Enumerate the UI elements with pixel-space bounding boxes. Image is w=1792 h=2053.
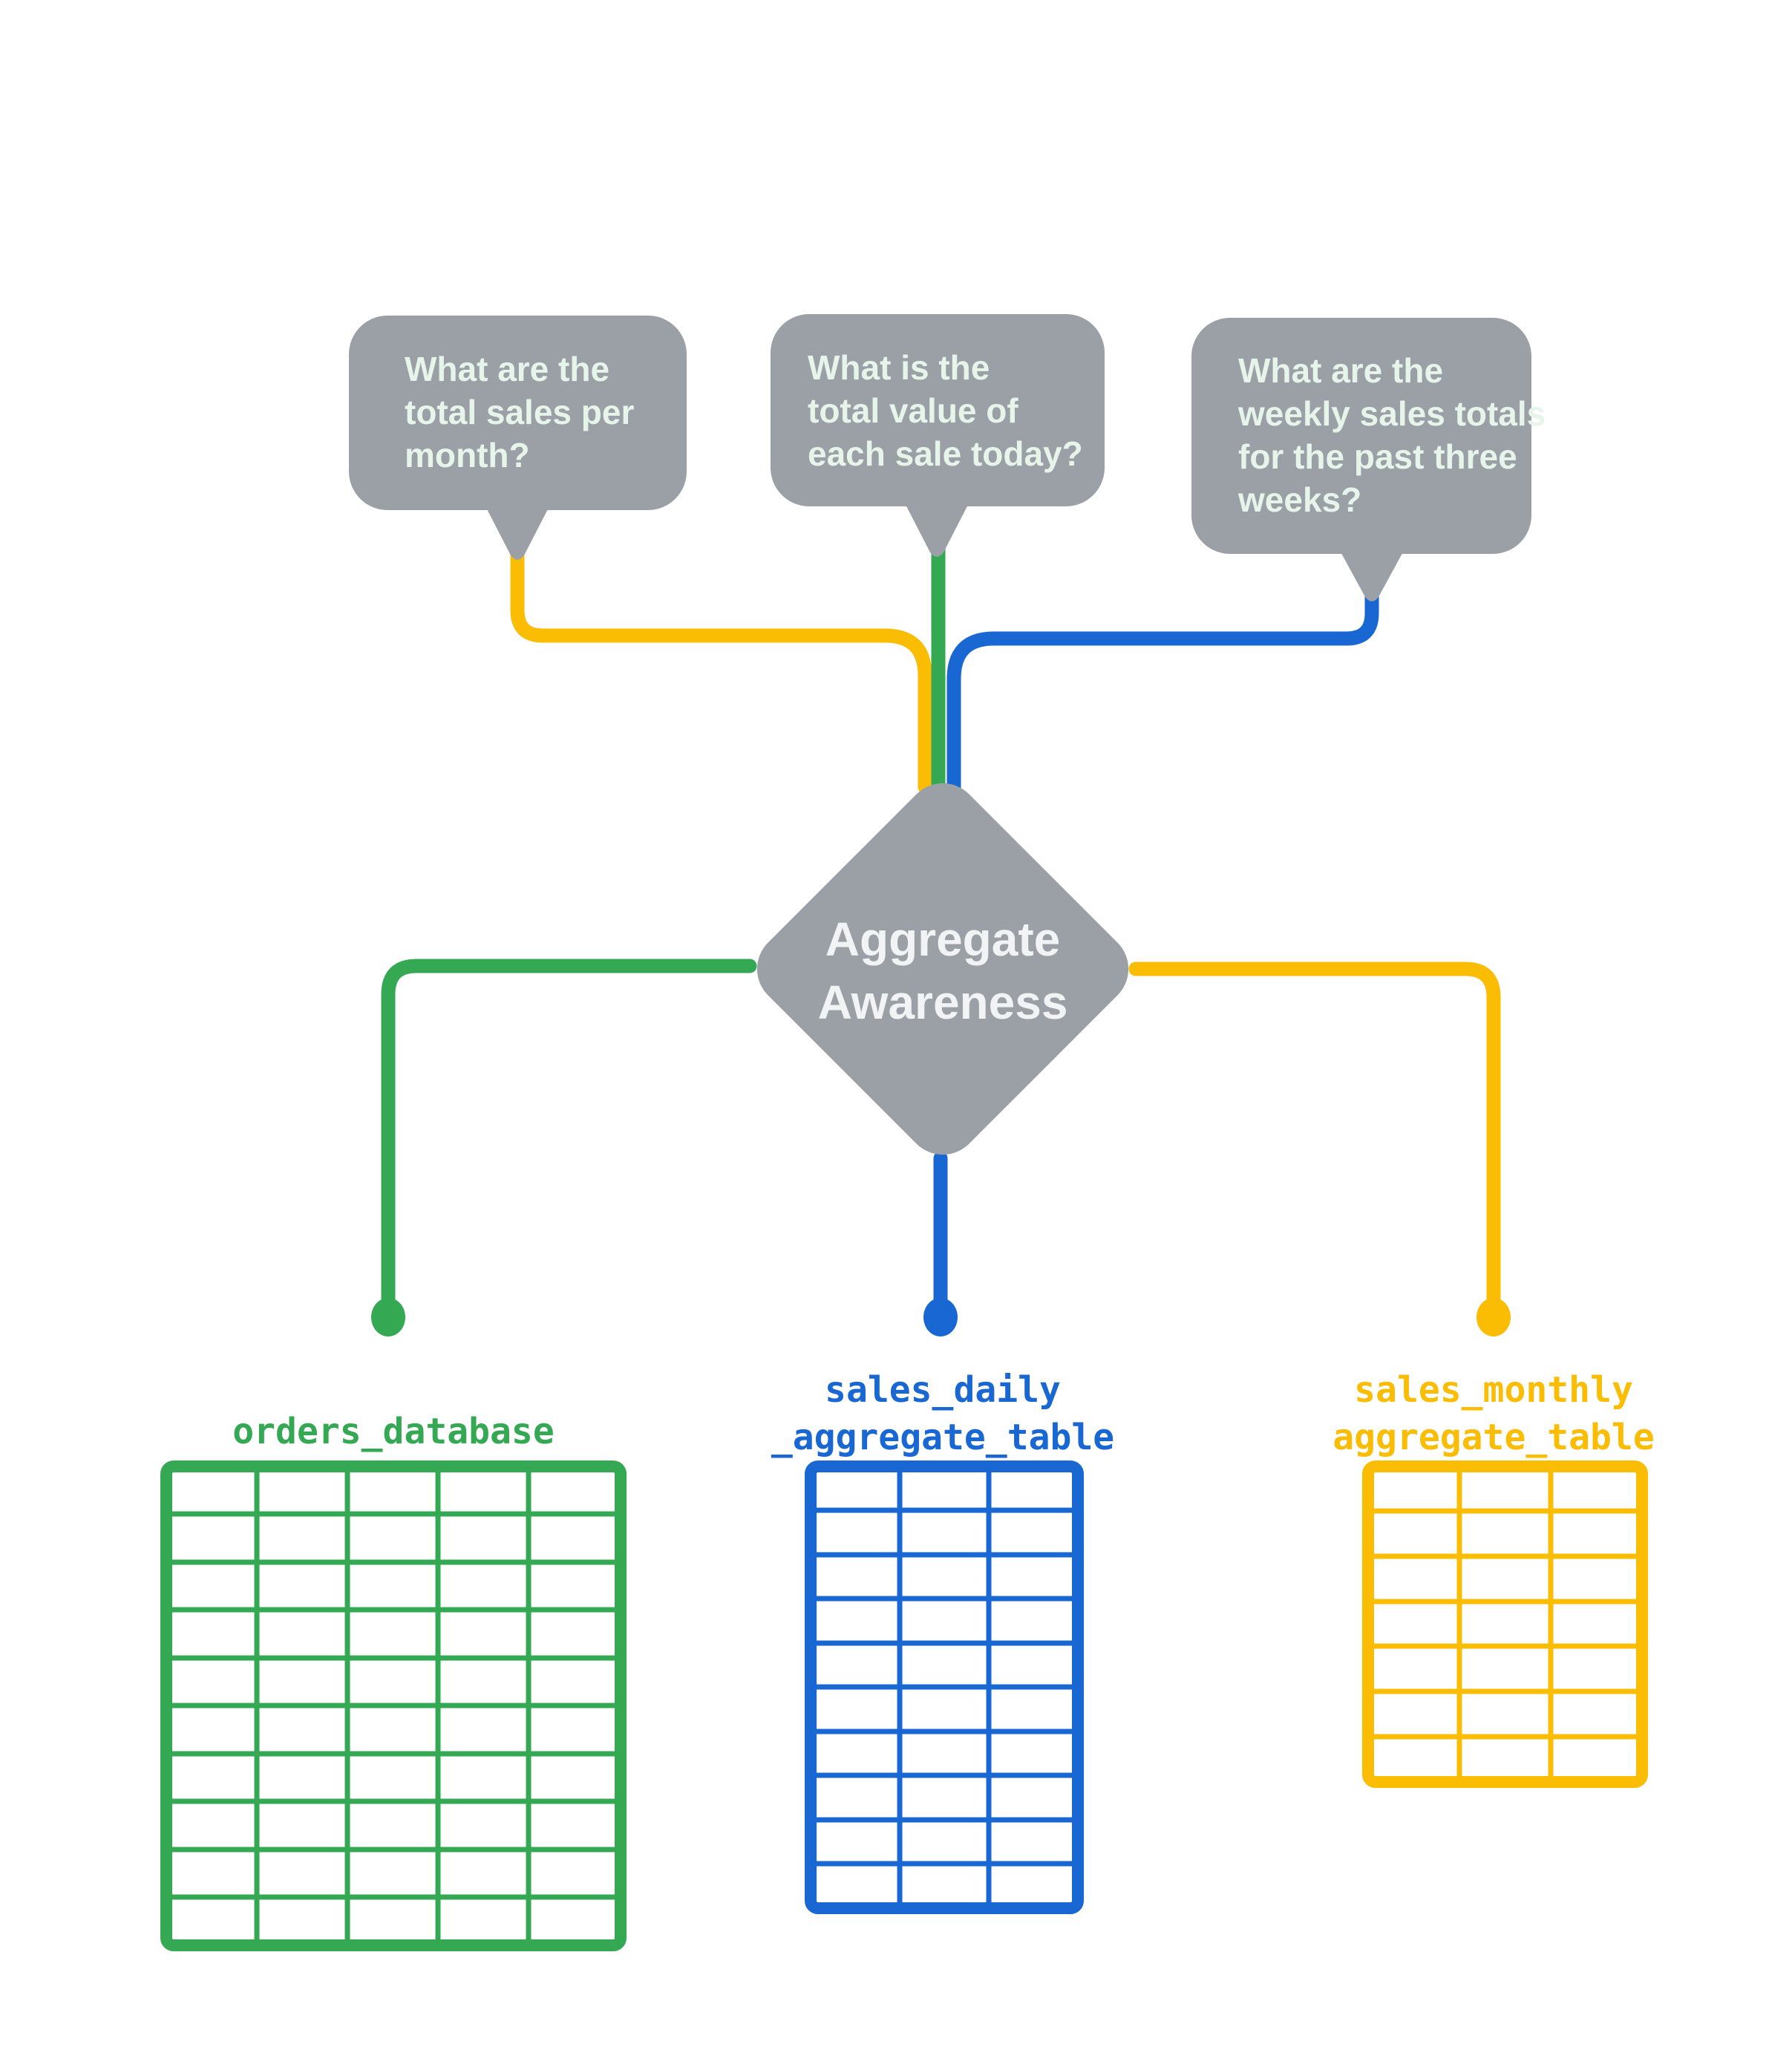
diamond-shape	[756, 783, 1129, 1155]
bubble-line: total value of	[808, 391, 1018, 430]
question-connectors	[510, 542, 1379, 794]
connector-yellow-question	[510, 542, 932, 794]
bubble-line: weekly sales totals	[1237, 394, 1546, 433]
connector-yellow-endpoint-dot	[1477, 1298, 1511, 1336]
sales-monthly-border	[1362, 1460, 1648, 1788]
bubble-tail	[484, 503, 551, 560]
sales-daily-grid	[817, 1472, 1072, 1902]
bubble-body	[349, 316, 687, 510]
diamond-title-line: Aggregate	[825, 913, 1061, 966]
question-bubble-total-value-each-sale: What is the total value of each sale tod…	[771, 314, 1105, 557]
orders-database-border	[160, 1460, 627, 1951]
aggregate-awareness-diamond: Aggregate Awareness	[756, 783, 1129, 1155]
sales-monthly-label-line: aggregate_table	[1332, 1417, 1654, 1458]
sales-daily-aggregate-table: sales_daily _aggregate_table	[771, 1369, 1114, 1914]
sales-daily-border	[805, 1460, 1084, 1914]
sales-monthly-grid	[1374, 1472, 1636, 1776]
diamond-title-line: Awareness	[818, 976, 1068, 1029]
orders-database-grid	[172, 1472, 615, 1939]
question-bubble-weekly-sales-totals: What are the weekly sales totals for the…	[1191, 318, 1546, 601]
connector-green-endpoint-dot	[371, 1298, 405, 1336]
bubble-line: total sales per	[405, 393, 634, 431]
bubble-tail	[903, 500, 970, 557]
bubble-line: What is the	[808, 348, 990, 387]
connector-yellow-table	[1128, 962, 1501, 1314]
orders-database-table: orders_database	[160, 1411, 627, 1951]
bubble-line: month?	[405, 436, 530, 474]
connector-blue-question	[946, 583, 1379, 794]
sales-monthly-label-line: sales_monthly	[1354, 1369, 1633, 1411]
bubble-line: What are the	[1238, 351, 1443, 390]
bubble-body	[771, 314, 1105, 506]
bubble-line: weeks?	[1237, 480, 1361, 519]
bubble-body	[1191, 318, 1531, 554]
connector-blue-endpoint-dot	[923, 1298, 958, 1336]
question-bubble-total-sales-per-month: What are the total sales per month?	[349, 316, 687, 560]
sales-daily-label-line: sales_daily	[825, 1369, 1061, 1411]
sales-monthly-aggregate-table: sales_monthly aggregate_table	[1332, 1369, 1655, 1788]
connector-green-table	[381, 959, 757, 1314]
sales-daily-label-line: _aggregate_table	[771, 1417, 1114, 1458]
bubble-tail	[1338, 548, 1405, 601]
table-connectors	[371, 959, 1511, 1336]
bubble-line: for the past three	[1238, 437, 1517, 476]
bubble-line: What are the	[405, 350, 609, 388]
orders-database-label: orders_database	[232, 1411, 554, 1452]
bubble-line: each sale today?	[808, 434, 1083, 473]
